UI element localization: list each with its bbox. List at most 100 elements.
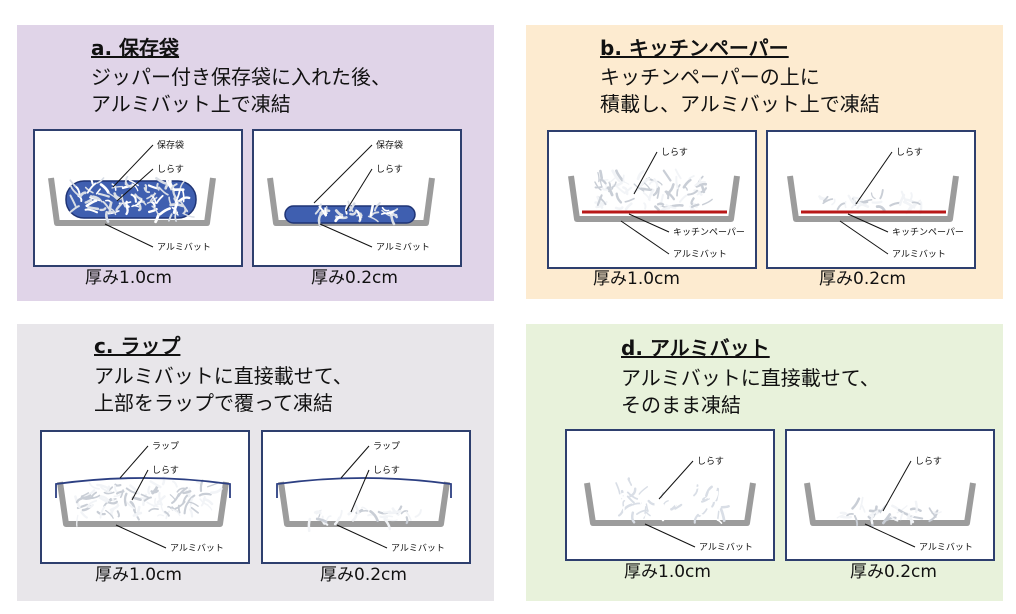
label-vat: アルミバット (892, 249, 946, 260)
panel-title: b. キッチンペーパー (600, 36, 789, 60)
shirasu-fish (169, 494, 176, 501)
shirasu-fish (626, 491, 639, 500)
shirasu-fish (621, 496, 633, 504)
shirasu-fish (182, 189, 185, 203)
leader-line-vat (864, 523, 916, 548)
shirasu-fish (683, 185, 688, 191)
leader-line-bag (313, 144, 373, 204)
shirasu-fish (645, 492, 650, 500)
shirasu-fish (158, 186, 169, 196)
shirasu-fish (146, 196, 158, 204)
label-shirasu: しらす (915, 456, 942, 467)
shirasu-fish (170, 183, 178, 191)
shirasu-fish (144, 184, 148, 192)
shirasu-fish (87, 206, 100, 211)
shirasu-fish (695, 177, 702, 187)
diagram-frame-thin: 保存袋 しらす アルミバット (252, 129, 462, 267)
shirasu-fish (645, 478, 649, 488)
shirasu-fish (620, 507, 629, 517)
leader-line-vat (319, 223, 373, 248)
shirasu-fish (164, 510, 170, 517)
shirasu-fish (351, 514, 358, 522)
shirasu-fish (356, 211, 362, 221)
shirasu-fish (621, 503, 633, 513)
shirasu-fish (107, 500, 118, 505)
shirasu-fish (911, 201, 921, 206)
shirasu-fish (148, 508, 159, 512)
shirasu-fish (615, 482, 621, 495)
shirasu-fish (623, 506, 626, 520)
panel-description-line-1: アルミバットに直接載せて、 (94, 364, 353, 388)
shirasu-fish (116, 510, 121, 518)
shirasu-fish (599, 178, 607, 185)
shirasu-fish (167, 213, 173, 222)
shirasu-fish (839, 515, 853, 519)
shirasu-fish (859, 496, 864, 510)
shirasu-fish (385, 518, 398, 522)
shirasu-fish (103, 491, 115, 495)
thickness-label: 厚み0.2cm (850, 562, 937, 582)
label-shirasu: しらす (896, 147, 923, 158)
shirasu-fish (638, 177, 650, 188)
shirasu-fish (177, 486, 188, 498)
shirasu-fish (845, 512, 854, 518)
shirasu-fish (86, 182, 97, 194)
shirasu-fish (690, 203, 700, 208)
shirasu-fish (657, 180, 663, 186)
shirasu-fish (88, 482, 100, 490)
shirasu-fish (596, 194, 603, 207)
shirasu-fish (656, 187, 660, 199)
shirasu-fish (606, 186, 614, 197)
shirasu-fish (69, 179, 77, 188)
shirasu-fish (333, 516, 341, 526)
shirasu-fish (179, 200, 189, 213)
shirasu-fish (100, 486, 112, 493)
shirasu-fish (334, 215, 344, 223)
shirasu-fish (594, 181, 602, 191)
aluminum-vat (48, 177, 216, 226)
panel-description-line-2: 上部をラップで覆って凍結 (94, 391, 333, 415)
diagram-bag-thick: 保存袋 しらす アルミバット (48, 139, 216, 253)
shirasu-fish (182, 490, 192, 495)
shirasu-fish (687, 189, 699, 196)
thickness-label: 厚み0.2cm (819, 269, 906, 289)
shirasu-fish (616, 185, 626, 195)
shirasu-fish (124, 175, 129, 186)
shirasu-fish (131, 199, 143, 208)
shirasu-fish (158, 491, 163, 506)
shirasu-fish (146, 501, 159, 508)
shirasu-fish (624, 186, 633, 194)
shirasu-fish (317, 213, 322, 228)
shirasu-fish (85, 199, 98, 208)
panel-description-line-1: アルミバットに直接載せて、 (621, 366, 880, 390)
panel-description-line-1: キッチンペーパーの上に (600, 65, 820, 89)
shirasu-fish (313, 510, 322, 515)
shirasu-fish (347, 508, 355, 516)
thickness-label: 厚み0.2cm (320, 565, 407, 585)
shirasu-fish (671, 203, 684, 208)
leader-line-vat (115, 524, 167, 549)
shirasu-fish (932, 511, 942, 514)
shirasu-fish (626, 495, 635, 504)
shirasu-fish (909, 192, 913, 201)
shirasu-fish (102, 200, 110, 210)
shirasu-fish (176, 487, 186, 493)
diagram-frame-thick: 保存袋 しらす アルミバット (33, 129, 243, 267)
shirasu-fish (914, 500, 918, 513)
shirasu-fish (315, 517, 328, 524)
plastic-wrap (55, 477, 231, 498)
aluminum-vat (568, 175, 740, 222)
shirasu-fish (622, 174, 626, 183)
shirasu-fish (822, 195, 829, 202)
shirasu-fish (624, 202, 633, 211)
leader-line-shirasu (658, 460, 694, 500)
shirasu-fish (188, 508, 194, 518)
shirasu-fish (414, 509, 422, 518)
shirasu-fish (188, 501, 199, 507)
shirasu-fish (636, 170, 645, 181)
shirasu-fish (349, 210, 357, 216)
shirasu-fish (645, 503, 649, 513)
shirasu-fish (387, 509, 402, 515)
label-shirasu: しらす (661, 147, 688, 158)
shirasu-fish (326, 515, 332, 521)
